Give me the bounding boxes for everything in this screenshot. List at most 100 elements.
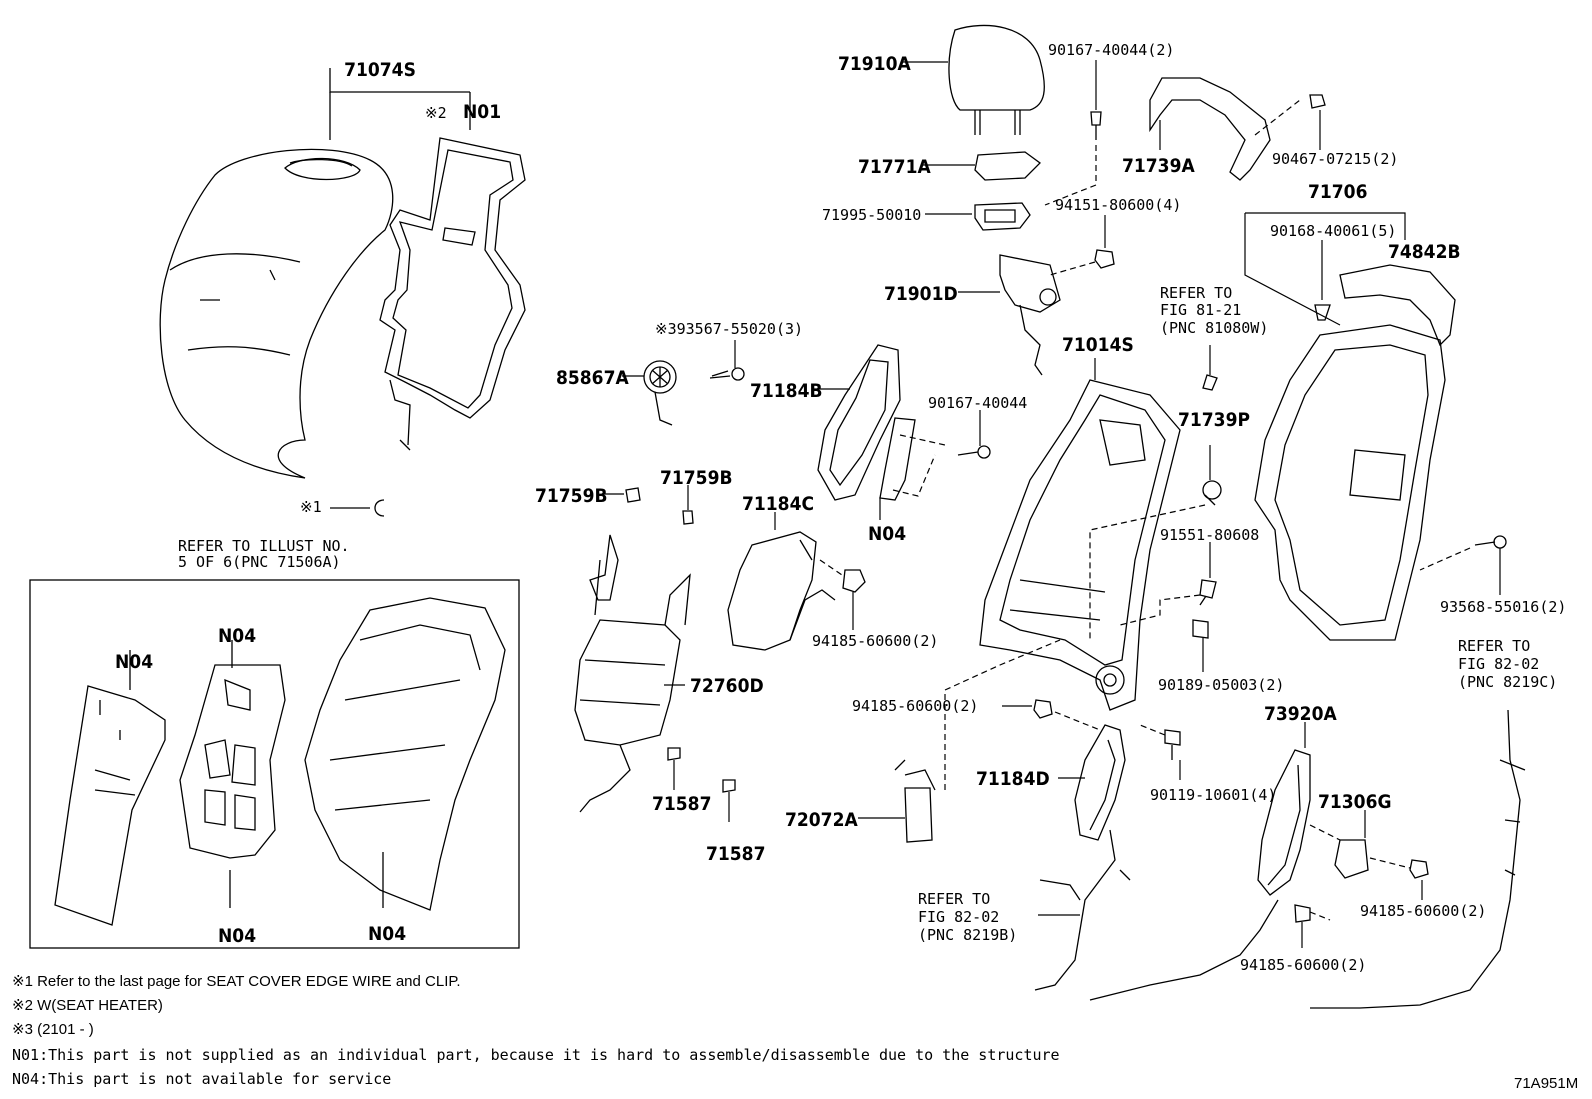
- label-71184B: 71184B: [750, 380, 823, 402]
- label-71739A: 71739A: [1122, 155, 1195, 177]
- seat-back-cover-drawing: [159, 68, 526, 479]
- screw-90167b: [957, 410, 991, 459]
- sensor-72072A: [858, 639, 1061, 843]
- bracket-71306G: [1309, 810, 1411, 879]
- panel-72760D: [574, 534, 691, 813]
- harness-8219C: [1310, 709, 1526, 1009]
- actuator-71901D: [958, 254, 1061, 376]
- label-71074S-mark: ※2: [425, 104, 447, 122]
- note-1: ※1 Refer to the last page for SEAT COVER…: [12, 973, 461, 990]
- label-72072A: 72072A: [785, 809, 858, 831]
- nut-90189: [1192, 619, 1209, 672]
- side-cover-71184C: [727, 512, 836, 651]
- nut-94151: [1049, 215, 1115, 276]
- refer-illust-line2: 5 OF 6(PNC 71506A): [178, 553, 341, 571]
- nut-94185a: [819, 559, 866, 630]
- clip-71587: [667, 747, 736, 822]
- refer-8202c-line1: REFER TO: [1458, 637, 1530, 655]
- refer-8121-line3: (PNC 81080W): [1160, 319, 1268, 337]
- note-N04: N04:This part is not available for servi…: [12, 1070, 391, 1088]
- label-71901D: 71901D: [884, 283, 958, 305]
- label-74842B: 74842B: [1388, 241, 1461, 263]
- label-94185-60600-c: 94185-60600(2): [1360, 902, 1486, 920]
- refer-8202c-line3: (PNC 8219C): [1458, 673, 1557, 691]
- wire-71739P: [1089, 445, 1222, 640]
- label-71739P: 71739P: [1178, 409, 1250, 431]
- refer-8121-line1: REFER TO: [1160, 284, 1232, 302]
- nut-94185d: [1294, 904, 1331, 948]
- headrest-71910A: [902, 24, 1045, 135]
- label-71184D: 71184D: [976, 768, 1050, 790]
- clip-c-shape: [374, 499, 385, 517]
- box-parts-drawing: [54, 597, 506, 926]
- label-N04-d: N04: [368, 923, 406, 945]
- label-94151-80600: 94151-80600(4): [1055, 196, 1181, 214]
- label-72760D: 72760D: [690, 675, 764, 697]
- label-94185-60600-d: 94185-60600(2): [1240, 956, 1366, 974]
- side-cover-71184B: [812, 344, 901, 501]
- label-90167-40044-2: 90167-40044(2): [1048, 41, 1174, 59]
- label-71910A: 71910A: [838, 53, 911, 75]
- label-71074S: 71074S: [344, 59, 416, 81]
- label-90167-40044: 90167-40044: [928, 394, 1027, 412]
- nut-94185c: [1409, 859, 1429, 900]
- label-85867A: 85867A: [556, 367, 629, 389]
- detail-box: [29, 579, 520, 949]
- label-71587-b: 71587: [706, 843, 765, 865]
- refer-8121-line2: FIG 81-21: [1160, 301, 1241, 319]
- board-71706: [1244, 212, 1446, 641]
- label-90168-40061: 90168-40061(5): [1270, 222, 1396, 240]
- label-71995-50010: 71995-50010: [822, 206, 921, 224]
- trim-74842B: [1339, 264, 1456, 347]
- screw-90168: [1314, 240, 1331, 321]
- label-N04-a: N04: [115, 651, 153, 673]
- cover-71184D: [1058, 724, 1126, 841]
- screw-90167a: [1044, 60, 1102, 206]
- label-71706: 71706: [1308, 181, 1367, 203]
- label-94185-60600-b: 94185-60600(2): [852, 697, 978, 715]
- refer-8202b-line3: (PNC 8219B): [918, 926, 1017, 944]
- label-71771A: 71771A: [858, 156, 931, 178]
- note-N01: N01:This part is not supplied as an indi…: [12, 1046, 1060, 1064]
- ref-8121-pointer: [1202, 345, 1218, 391]
- label-93568-55016: 93568-55016(2): [1440, 598, 1566, 616]
- label-71184C: 71184C: [742, 493, 814, 515]
- label-71306G: 71306G: [1318, 791, 1392, 813]
- label-N04-b: N04: [218, 625, 256, 647]
- cover-73920A: [1089, 722, 1311, 1001]
- label-90189-05003: 90189-05003(2): [1158, 676, 1284, 694]
- label-71759B-a: 71759B: [535, 485, 608, 507]
- figure-id: 71A951M: [1514, 1075, 1578, 1092]
- screw-93568: [1419, 535, 1507, 595]
- refer-8202b-line1: REFER TO: [918, 890, 990, 908]
- bolt-91551: [1119, 542, 1217, 626]
- nut-94185b: [1002, 699, 1101, 731]
- label-N04-e: N04: [868, 523, 906, 545]
- label-94185-60600-a: 94185-60600(2): [812, 632, 938, 650]
- guide-71995: [925, 202, 1031, 231]
- label-71587-a: 71587: [652, 793, 711, 815]
- screw-93567: [709, 340, 745, 381]
- harness-8219B: [1034, 829, 1131, 991]
- frame-71014S: [979, 358, 1181, 711]
- speaker-85867A: [622, 360, 677, 426]
- note-2: ※2 W(SEAT HEATER): [12, 997, 163, 1014]
- bracket-N04: [879, 417, 946, 520]
- refer-illust-line1: REFER TO ILLUST NO.: [178, 537, 350, 555]
- label-N04-c: N04: [218, 925, 256, 947]
- note-3: ※3 (2101 - ): [12, 1021, 94, 1038]
- garnish-71739A: [1149, 77, 1301, 181]
- label-90119-10601: 90119-10601(4): [1150, 786, 1276, 804]
- label-71014S: 71014S: [1062, 334, 1134, 356]
- label-91551-80608: 91551-80608: [1160, 526, 1259, 544]
- bolt-90119: [1139, 724, 1181, 780]
- refer-8202b-line2: FIG 82-02: [918, 908, 999, 926]
- label-N01: N01: [463, 101, 501, 123]
- bezel-71771A: [922, 151, 1041, 181]
- label-93567-55020: ※393567-55020(3): [655, 320, 803, 338]
- label-73920A: 73920A: [1264, 703, 1337, 725]
- clip-71759B: [602, 485, 694, 525]
- label-90467-07215: 90467-07215(2): [1272, 150, 1398, 168]
- clip-90467: [1309, 94, 1326, 150]
